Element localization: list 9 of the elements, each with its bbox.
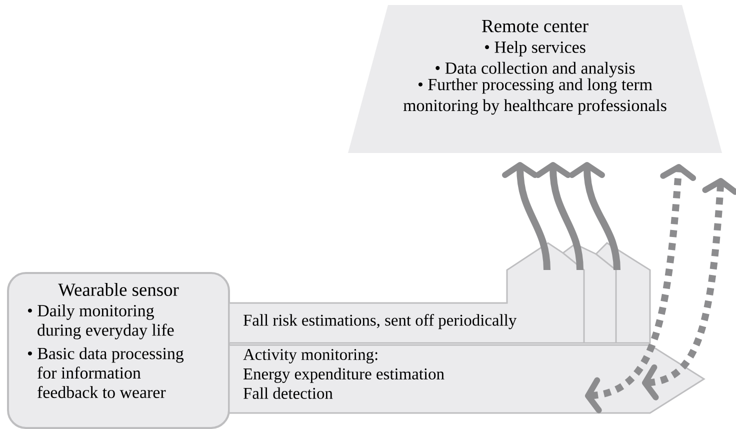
arrow-band: Activity monitoring: Energy expenditure estimation Fall detection xyxy=(228,344,706,414)
arrow xyxy=(585,164,696,414)
arrow xyxy=(502,162,550,270)
arrow xyxy=(535,162,584,270)
rounded-box: Wearable sensor • Daily monitoring during everyday life • Basic data processing for information feedback to wearer xyxy=(7,272,230,429)
arrow xyxy=(642,178,736,400)
trapezoid-box: Remote center • Help services • Data collection and analysis • Further processing and long term monitoring by healthcare professionals xyxy=(348,5,722,153)
band-with-houses: Fall risk estimations, sent off periodically xyxy=(228,242,651,344)
arrow xyxy=(569,162,620,270)
